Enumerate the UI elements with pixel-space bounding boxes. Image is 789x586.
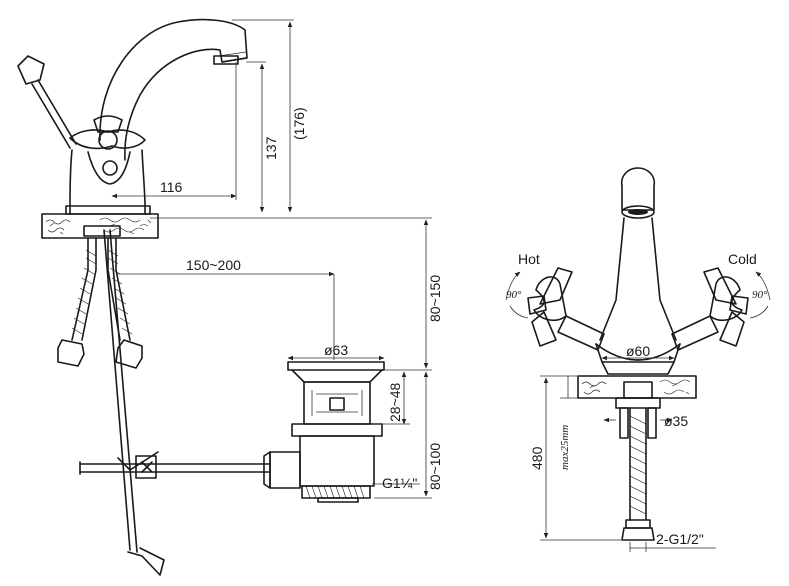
hole-diameter-label: ø35 xyxy=(664,413,688,429)
hot-rotation-label: 90° xyxy=(506,289,522,301)
pivot-rod xyxy=(79,451,271,479)
hose-thread-label: 2-G1/2" xyxy=(656,531,704,547)
cold-handle xyxy=(671,267,749,351)
drain-thread-label: G1¼" xyxy=(382,475,417,491)
hose-length-label: 480 xyxy=(529,446,545,470)
lift-rod-left xyxy=(17,55,165,576)
drain-depth-b-label: 80~100 xyxy=(427,443,443,490)
max-thickness-label: max25mm xyxy=(559,425,571,470)
overall-height-label: (176) xyxy=(291,107,307,140)
dimensions-side xyxy=(111,19,432,499)
hot-rotation-arc xyxy=(509,305,529,319)
cold-label: Cold xyxy=(728,251,757,267)
base-diameter-label: ø60 xyxy=(626,343,650,359)
spout-height-label: 137 xyxy=(263,136,279,160)
front-view: Hot Cold 90° 90° ø60 ø35 480 max25mm 2-G… xyxy=(505,167,771,552)
hoses-left xyxy=(57,225,143,369)
spout-reach-label: 116 xyxy=(160,179,183,195)
hot-label: Hot xyxy=(518,251,540,267)
countertop-right xyxy=(577,375,697,409)
hoses-front xyxy=(619,381,657,541)
drain-height-label: 28~48 xyxy=(387,382,403,422)
cold-rotation-arc xyxy=(749,305,769,319)
drain-diameter-label: ø63 xyxy=(324,342,348,358)
hot-rotation-arrow xyxy=(505,271,521,301)
hot-handle xyxy=(527,267,605,351)
drain-offset-label: 150~200 xyxy=(186,257,241,273)
popup-drain xyxy=(263,361,385,503)
dimensions-front xyxy=(540,355,716,552)
cold-rotation-label: 90° xyxy=(752,289,768,301)
spout-front xyxy=(595,167,681,375)
side-view: 116 137 (176) 150~200 ø63 28~48 80~150 8… xyxy=(17,18,443,576)
spout-side xyxy=(65,18,248,215)
cold-rotation-arrow xyxy=(755,271,771,301)
drain-depth-label: 80~150 xyxy=(427,275,443,322)
